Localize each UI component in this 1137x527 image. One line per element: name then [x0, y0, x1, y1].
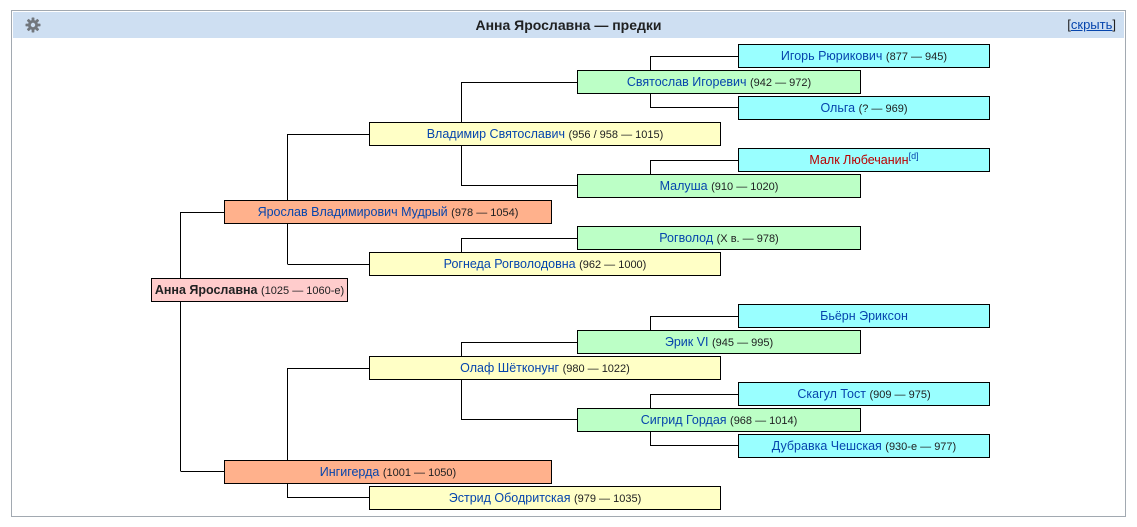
hide-toggle: [скрыть] — [1067, 17, 1116, 32]
person-dates: (978 — 1054) — [451, 207, 519, 219]
gear-icon[interactable] — [25, 17, 41, 33]
person-link[interactable]: Святослав Игоревич — [626, 75, 747, 89]
person-link[interactable]: Бьёрн Эриксон — [820, 309, 908, 323]
person-dates: (945 — 995) — [712, 337, 774, 349]
ancestors-navbox: Анна Ярославна — предки [скрыть] — [11, 10, 1126, 517]
person-dates: (909 — 975) — [869, 389, 931, 401]
person-skagul: Скагул Тост (909 — 975) — [738, 382, 990, 406]
person-link[interactable]: Скагул Тост — [797, 387, 866, 401]
person-igor: Игорь Рюрикович (877 — 945) — [738, 44, 990, 68]
person-dubravka: Дубравка Чешская (930-е — 977) — [738, 434, 990, 458]
person-estrid: Эстрид Ободритская (979 — 1035) — [369, 486, 721, 510]
person-vladimir: Владимир Святославич (956 / 958 — 1015) — [369, 122, 721, 146]
person-olga: Ольга (? — 969) — [738, 96, 990, 120]
person-svyatoslav: Святослав Игоревич (942 — 972) — [577, 70, 861, 94]
person-link[interactable]: Олаф Шётконунг — [460, 361, 560, 375]
person-dates: (910 — 1020) — [711, 181, 779, 193]
person-ingigerd: Ингигерда (1001 — 1050) — [224, 460, 552, 484]
navbox-header: Анна Ярославна — предки [скрыть] — [13, 12, 1124, 38]
hide-link[interactable]: скрыть — [1070, 17, 1113, 32]
person-dates: (930-е — 977) — [885, 441, 957, 453]
person-dates: (1001 — 1050) — [382, 467, 457, 479]
person-malusha: Малуша (910 — 1020) — [577, 174, 861, 198]
person-erik: Эрик VI (945 — 995) — [577, 330, 861, 354]
person-link[interactable]: Ярослав Владимирович Мудрый — [257, 205, 448, 219]
person-dates: (962 — 1000) — [579, 259, 647, 271]
person-dates: (980 — 1022) — [562, 363, 630, 375]
person-dates: (? — 969) — [858, 103, 908, 115]
person-sigrid: Сигрид Гордая (968 — 1014) — [577, 408, 861, 432]
person-yaroslav: Ярослав Владимирович Мудрый (978 — 1054) — [224, 200, 552, 224]
person-link[interactable]: Ингигерда — [319, 465, 380, 479]
person-link[interactable]: Рогволод — [659, 231, 714, 245]
person-link[interactable]: Эстрид Ободритская — [448, 491, 571, 505]
person-dates: (956 / 958 — 1015) — [568, 129, 664, 141]
wikidata-ref-link[interactable]: [d] — [908, 150, 919, 161]
person-link[interactable]: Ольга — [820, 101, 856, 115]
person-name: Анна Ярославна — [154, 283, 258, 297]
person-rogvolod: Рогволод (X в. — 978) — [577, 226, 861, 250]
person-dates: (968 — 1014) — [730, 415, 798, 427]
person-link[interactable]: Эрик VI — [664, 335, 709, 349]
person-bjorn: Бьёрн Эриксон — [738, 304, 990, 328]
person-link[interactable]: Владимир Святославич — [426, 127, 566, 141]
person-link[interactable]: Дубравка Чешская — [771, 439, 882, 453]
person-link[interactable]: Игорь Рюрикович — [780, 49, 883, 63]
person-link[interactable]: Сигрид Гордая — [640, 413, 727, 427]
person-link[interactable]: Малуша — [659, 179, 708, 193]
person-dates: (X в. — 978) — [716, 233, 779, 245]
person-malk: Малк Любечанин[d] — [738, 148, 990, 172]
navbox-title: Анна Ярославна — предки — [475, 17, 662, 33]
person-dates: (877 — 945) — [885, 51, 948, 63]
person-dates: (979 — 1035) — [573, 493, 642, 505]
person-link-redlink[interactable]: Малк Любечанин — [809, 153, 909, 167]
person-dates: (942 — 972) — [750, 77, 812, 89]
person-dates: (1025 — 1060-е) — [261, 285, 345, 297]
person-anna-yaroslavna: Анна Ярославна (1025 — 1060-е) — [151, 278, 348, 302]
person-link[interactable]: Рогнеда Рогволодовна — [443, 257, 576, 271]
person-rogneda: Рогнеда Рогволодовна (962 — 1000) — [369, 252, 721, 276]
person-olaf: Олаф Шётконунг (980 — 1022) — [369, 356, 721, 380]
